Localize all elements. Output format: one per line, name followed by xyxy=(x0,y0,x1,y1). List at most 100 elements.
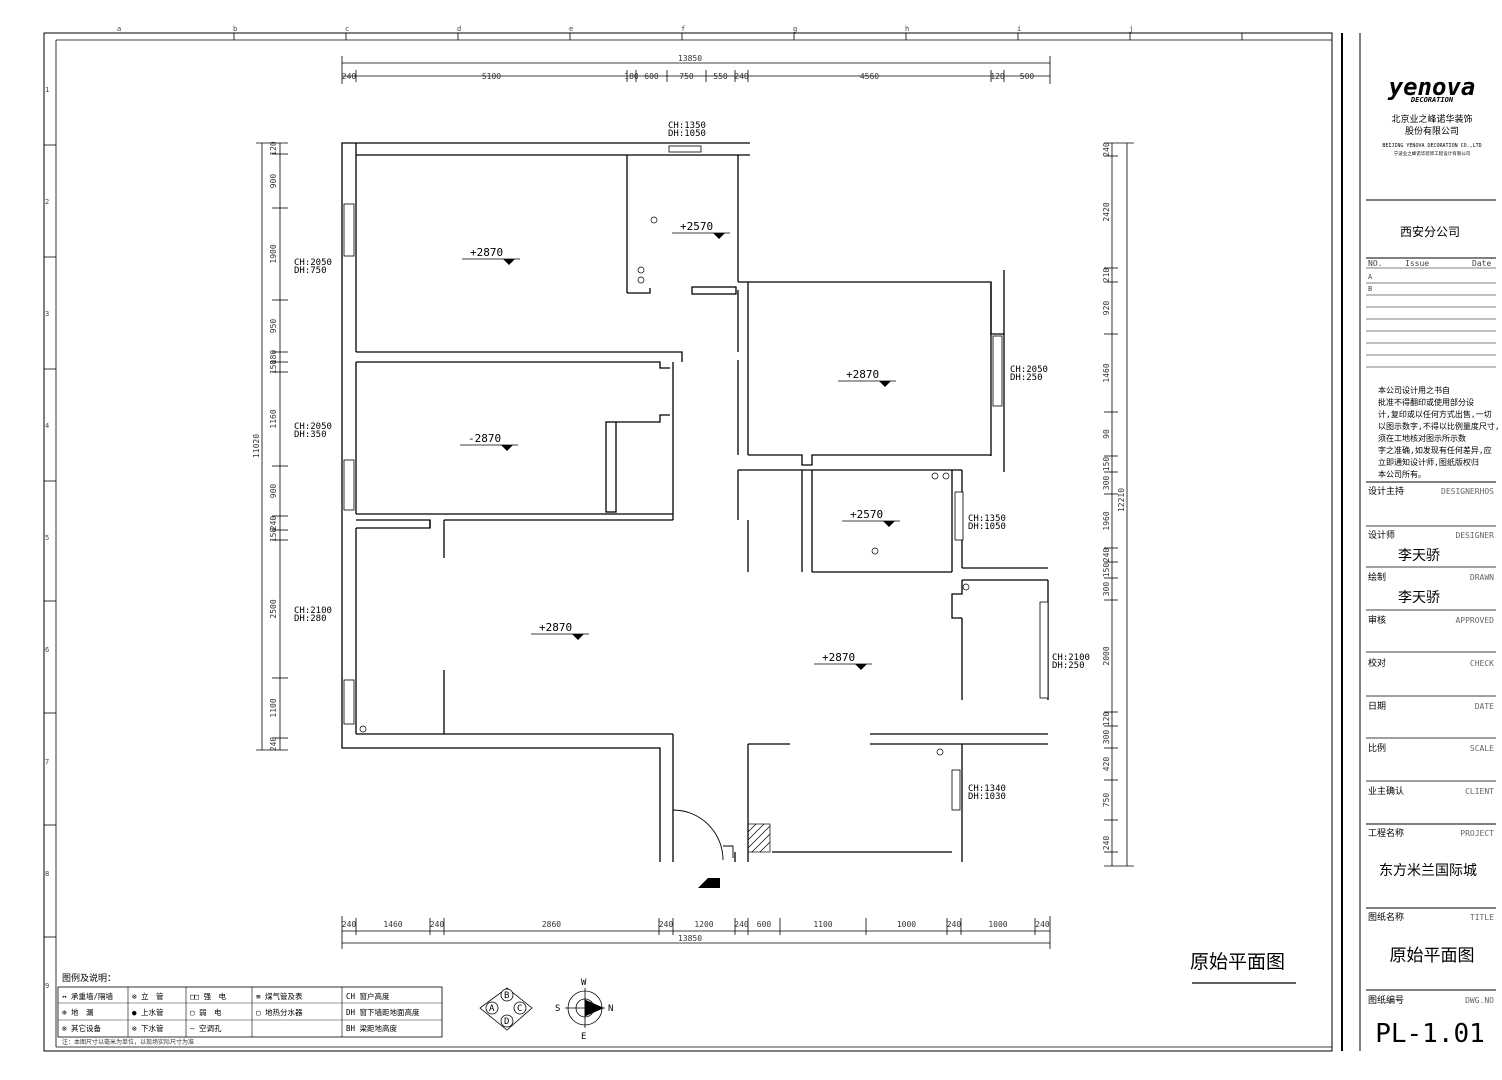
left-dimension-label: 150 xyxy=(269,528,278,543)
left-dimension-label: 120 xyxy=(269,141,278,156)
compass-e: E xyxy=(581,1032,586,1042)
left-dimension-label: 950 xyxy=(269,319,278,334)
drawing-title-label-cn: 图纸名称 xyxy=(1368,911,1404,923)
right-dimension-label: 210 xyxy=(1102,268,1111,283)
ch-label: CH:2100 xyxy=(1052,653,1090,663)
rev-a: A xyxy=(1368,273,1373,281)
rev-date: Date xyxy=(1472,259,1491,268)
legend-cell: ⊕ 地 漏 xyxy=(62,1007,94,1017)
project-name: 东方米兰国际城 xyxy=(1379,863,1477,879)
sheet-frame xyxy=(43,32,1361,1052)
left-dimension-label: 2500 xyxy=(269,599,278,618)
shaft-hatch xyxy=(747,823,771,853)
top-dimension-label: 600 xyxy=(644,72,659,81)
ch-label: CH:2050 xyxy=(1010,365,1048,375)
svg-text:d: d xyxy=(457,25,461,33)
legend-title: 图例及说明： xyxy=(62,972,116,984)
rev-issue: Issue xyxy=(1405,259,1429,268)
elevation-label: +2870 xyxy=(539,621,572,634)
elevation-triangle xyxy=(503,259,515,265)
svg-text:7: 7 xyxy=(45,758,49,766)
floor-drains xyxy=(359,216,970,756)
entry-door xyxy=(672,809,734,862)
compass-s: S xyxy=(555,1004,560,1014)
right-dimension-label: 300 xyxy=(1102,582,1111,597)
bottom-dimension-label: 240 xyxy=(430,920,445,929)
right-dimension-label: 920 xyxy=(1102,301,1111,316)
top-dimension-label: 120 xyxy=(990,72,1005,81)
compass-rose: W E S N xyxy=(555,978,613,1042)
bottom-dimension-label: 2860 xyxy=(542,920,561,929)
dimension-lines xyxy=(256,56,1134,949)
elevation-label: +2570 xyxy=(850,508,883,521)
top-dimension-label: 550 xyxy=(713,72,728,81)
dh-label: DH:1050 xyxy=(968,522,1006,532)
right-dimension-label: 240 xyxy=(1102,836,1111,851)
dh-label: DH:280 xyxy=(294,614,327,624)
company-logo-sub: DECORATION xyxy=(1410,96,1454,104)
right-dimension-label: 1460 xyxy=(1102,363,1111,382)
elevation-label: +2870 xyxy=(470,246,503,259)
svg-text:h: h xyxy=(905,25,909,33)
designer-label-en: DESIGNER xyxy=(1455,531,1494,540)
top-dimension-label: 180 xyxy=(624,72,639,81)
copyright-notice-line: 须在工地核对图示所示数 xyxy=(1378,433,1466,443)
company-name-en: BEIJING YENOVA DECORATION CO.,LTD xyxy=(1382,143,1481,149)
copyright-notice-line: 批准不得翻印或使用部分设 xyxy=(1378,397,1474,407)
compass-n: N xyxy=(608,1004,613,1014)
legend-cell: ● 上水管 xyxy=(132,1007,164,1017)
top-dimension-label: 4560 xyxy=(860,72,879,81)
drawing-number: PL-1.01 xyxy=(1375,1019,1485,1049)
svg-text:c: c xyxy=(345,25,349,33)
top-total-dimension: 13850 xyxy=(678,54,702,63)
svg-text:2: 2 xyxy=(45,198,49,206)
elevation-markers: +2870+2570+2870-2870+2570+2870+2870 xyxy=(460,220,900,670)
left-dimension-label: 900 xyxy=(269,484,278,499)
bottom-dimension-label: 600 xyxy=(757,920,772,929)
section-marker-symbol: B C D A xyxy=(479,987,533,1031)
rev-b: B xyxy=(1368,285,1372,293)
svg-text:9: 9 xyxy=(45,982,49,990)
top-dimension-label: 240 xyxy=(734,72,749,81)
client-label-cn: 业主确认 xyxy=(1368,785,1404,797)
drawing-title-label-en: TITLE xyxy=(1470,913,1494,922)
svg-text:f: f xyxy=(681,25,685,33)
bottom-dimension-label: 240 xyxy=(947,920,962,929)
right-dimension-label: 300 xyxy=(1102,476,1111,491)
svg-text:a: a xyxy=(117,25,121,33)
window-annotations: CH:1350DH:1050CH:2050DH:750CH:2050DH:350… xyxy=(294,121,1090,802)
drawn-name: 李天骄 xyxy=(1398,590,1440,606)
designer-label-cn: 设计师 xyxy=(1368,529,1395,541)
dh-label: DH:750 xyxy=(294,266,327,276)
frame-tick-marks xyxy=(44,33,1243,938)
elevation-triangle xyxy=(501,445,513,451)
right-dimension-label: 240 xyxy=(1102,142,1111,157)
elevation-triangle xyxy=(855,664,867,670)
left-dimension-label: 240 xyxy=(269,516,278,531)
drawing-no-label-en: DWG.NO xyxy=(1465,996,1494,1005)
branch-name: 西安分公司 xyxy=(1400,224,1460,239)
right-dimension-label: 420 xyxy=(1102,757,1111,772)
dh-label: DH:1050 xyxy=(668,129,706,139)
ch-label: CH:2100 xyxy=(294,606,332,616)
svg-text:e: e xyxy=(569,25,573,33)
left-dimension-label: 1100 xyxy=(269,698,278,717)
top-dimension-label: 5100 xyxy=(482,72,501,81)
right-dimension-label: 120 xyxy=(1102,712,1111,727)
bottom-total-dimension: 13850 xyxy=(678,934,702,943)
svg-text:1: 1 xyxy=(45,86,49,94)
left-dimension-label: 1900 xyxy=(269,244,278,263)
dh-label: DH:250 xyxy=(1010,373,1043,383)
right-dimension-label: 750 xyxy=(1102,793,1111,808)
legend-cell: ▢ 地热分水器 xyxy=(256,1007,303,1017)
right-dimension-label: 300 xyxy=(1102,730,1111,745)
project-label-en: PROJECT xyxy=(1460,829,1494,838)
section-marker-d: D xyxy=(504,1017,509,1027)
elevation-label: +2570 xyxy=(680,220,713,233)
check-label-en: CHECK xyxy=(1470,659,1494,668)
windows xyxy=(343,145,1049,811)
right-dimension-label: 2000 xyxy=(1102,646,1111,665)
legend-cell: ⊗ 其它设备 xyxy=(62,1023,102,1033)
